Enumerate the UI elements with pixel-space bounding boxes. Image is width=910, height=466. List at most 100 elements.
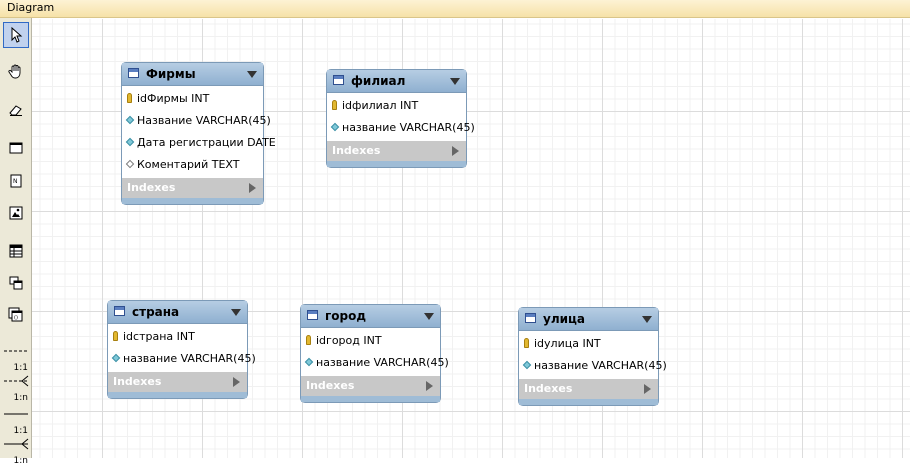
column-row[interactable]: название VARCHAR(45) xyxy=(519,355,667,377)
pointer-tool-button[interactable] xyxy=(3,22,29,48)
note-icon: N xyxy=(10,174,22,188)
relation-1-n-nonidentifying-button[interactable]: 1:n xyxy=(2,373,30,403)
collapse-arrow-icon[interactable] xyxy=(231,309,241,316)
relation-label: 1:1 xyxy=(13,426,28,436)
column-text: название VARCHAR(45) xyxy=(123,352,256,365)
indexes-section[interactable]: Indexes xyxy=(519,379,658,399)
primary-key-icon xyxy=(524,338,529,348)
svg-text:(): () xyxy=(14,315,18,321)
table-header[interactable]: страна xyxy=(108,301,247,324)
relation-line-icon xyxy=(4,413,28,415)
relation-1-1-nonidentifying-button[interactable]: 1:1 xyxy=(2,343,30,373)
column-text: idФирмы INT xyxy=(137,92,210,105)
column-text: idстрана INT xyxy=(123,330,195,343)
table-name: филиал xyxy=(351,74,406,88)
relation-crowfoot-icon xyxy=(4,438,29,450)
column-row[interactable]: Название VARCHAR(45) xyxy=(122,110,271,132)
column-diamond-icon xyxy=(330,122,340,132)
column-row[interactable]: idстрана INT xyxy=(108,326,247,348)
table-city[interactable]: город idгород INT название VARCHAR(45) I… xyxy=(300,304,449,403)
column-text: Дата регистрации DATE xyxy=(137,136,276,149)
table-branch[interactable]: филиал idфилиал INT название VARCHAR(45)… xyxy=(326,69,475,168)
collapse-arrow-icon[interactable] xyxy=(247,71,257,78)
column-row[interactable]: Дата регистрации DATE xyxy=(122,132,276,154)
layer-tool-button[interactable] xyxy=(3,135,29,161)
table-name: страна xyxy=(132,305,180,319)
relation-line-icon xyxy=(4,350,28,352)
column-row[interactable]: idФирмы INT xyxy=(122,88,263,110)
table-icon xyxy=(307,310,318,320)
table-icon xyxy=(9,244,23,258)
routine-group-tool-button[interactable]: () xyxy=(3,302,29,328)
indexes-section[interactable]: Indexes xyxy=(108,372,247,392)
relation-label: 1:1 xyxy=(13,363,28,373)
collapse-arrow-icon[interactable] xyxy=(642,316,652,323)
table-header[interactable]: улица xyxy=(519,308,658,331)
column-text: idулица INT xyxy=(534,337,601,350)
new-view-tool-button[interactable] xyxy=(3,270,29,296)
relation-label: 1:n xyxy=(13,456,28,466)
collapse-arrow-icon[interactable] xyxy=(450,78,460,85)
column-diamond-icon xyxy=(125,137,135,147)
expand-arrow-icon[interactable] xyxy=(233,377,240,387)
indexes-section[interactable]: Indexes xyxy=(301,376,440,396)
relation-1-1-identifying-button[interactable]: 1:1 xyxy=(2,406,30,436)
column-diamond-icon xyxy=(304,357,314,367)
pointer-icon xyxy=(11,26,23,43)
column-row[interactable]: idулица INT xyxy=(519,333,658,355)
nullable-diamond-icon xyxy=(125,159,135,169)
column-row[interactable]: название VARCHAR(45) xyxy=(108,348,256,370)
column-diamond-icon xyxy=(111,353,121,363)
table-street[interactable]: улица idулица INT название VARCHAR(45) I… xyxy=(518,307,667,406)
table-icon xyxy=(128,68,139,78)
routine-group-icon: () xyxy=(8,307,23,322)
column-text: idфилиал INT xyxy=(342,99,419,112)
table-firms[interactable]: Фирмы idФирмы INT Название VARCHAR(45) Д… xyxy=(121,62,276,205)
column-row[interactable]: idфилиал INT xyxy=(327,95,466,117)
table-name: улица xyxy=(543,312,586,326)
primary-key-icon xyxy=(127,93,132,103)
column-row[interactable]: название VARCHAR(45) xyxy=(301,352,449,374)
column-row[interactable]: название VARCHAR(45) xyxy=(327,117,475,139)
note-tool-button[interactable]: N xyxy=(3,168,29,194)
expand-arrow-icon[interactable] xyxy=(452,146,459,156)
expand-arrow-icon[interactable] xyxy=(644,384,651,394)
svg-text:N: N xyxy=(13,178,18,185)
column-text: название VARCHAR(45) xyxy=(316,356,449,369)
column-diamond-icon xyxy=(125,115,135,125)
column-row[interactable]: Коментарий TEXT xyxy=(122,154,263,176)
table-country[interactable]: страна idстрана INT название VARCHAR(45)… xyxy=(107,300,256,399)
indexes-section[interactable]: Indexes xyxy=(122,178,263,198)
image-icon xyxy=(9,206,23,220)
eraser-tool-button[interactable] xyxy=(3,97,29,123)
column-text: idгород INT xyxy=(316,334,382,347)
column-diamond-icon xyxy=(522,360,532,370)
hand-tool-button[interactable] xyxy=(3,58,29,84)
column-text: название VARCHAR(45) xyxy=(534,359,667,372)
relation-crowfoot-icon xyxy=(4,375,29,387)
indexes-section[interactable]: Indexes xyxy=(327,141,466,161)
image-tool-button[interactable] xyxy=(3,200,29,226)
table-name: Фирмы xyxy=(146,67,196,81)
table-header[interactable]: Фирмы xyxy=(122,63,263,86)
new-table-tool-button[interactable] xyxy=(3,238,29,264)
primary-key-icon xyxy=(113,331,118,341)
primary-key-icon xyxy=(332,100,337,110)
column-text: Название VARCHAR(45) xyxy=(137,114,271,127)
diagram-title-bar: Diagram xyxy=(0,0,910,18)
indexes-label: Indexes xyxy=(332,144,381,157)
expand-arrow-icon[interactable] xyxy=(426,381,433,391)
collapse-arrow-icon[interactable] xyxy=(424,313,434,320)
relation-label: 1:n xyxy=(13,393,28,403)
table-header[interactable]: филиал xyxy=(327,70,466,93)
column-text: название VARCHAR(45) xyxy=(342,121,475,134)
hand-icon xyxy=(8,64,21,79)
expand-arrow-icon[interactable] xyxy=(249,183,256,193)
table-header[interactable]: город xyxy=(301,305,440,328)
window-title: Diagram xyxy=(7,1,55,14)
layer-icon xyxy=(9,142,23,154)
column-row[interactable]: idгород INT xyxy=(301,330,440,352)
table-icon xyxy=(333,75,344,85)
table-icon xyxy=(525,313,536,323)
relation-1-n-identifying-button[interactable]: 1:n xyxy=(2,436,30,466)
